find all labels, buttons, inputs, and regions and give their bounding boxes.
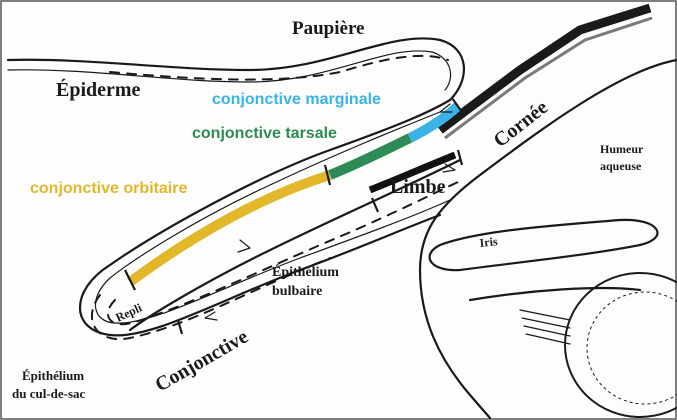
- label-iris: Iris: [479, 234, 499, 250]
- lens-inner: [587, 292, 677, 404]
- label-epiderme: Épiderme: [56, 78, 141, 101]
- label-humeur: Humeur: [600, 142, 644, 156]
- label-aqueuse: aqueuse: [600, 159, 642, 173]
- cornee-inner: [445, 18, 652, 138]
- iris-shape: [430, 220, 658, 270]
- tarsale-segment: [330, 138, 410, 175]
- label-epithelium-bulbaire-2: bulbaire: [272, 284, 322, 299]
- label-epithelium-bulbaire-1: Épithélium: [272, 263, 339, 280]
- zonule-lines: [520, 310, 570, 344]
- label-epithelium-cul-1: Épithélium: [22, 368, 84, 383]
- label-paupiere: Paupière: [292, 18, 364, 39]
- label-limbe: Limbe: [390, 176, 446, 198]
- label-conjonctive-orbitaire: conjonctive orbitaire: [30, 180, 187, 197]
- label-epithelium-cul-2: du cul-de-sac: [12, 386, 86, 401]
- label-conjonctive: Conjonctive: [152, 326, 253, 397]
- lens-outer: [565, 273, 677, 417]
- label-conjonctive-marginale: conjonctive marginale: [212, 91, 381, 108]
- arrow-icon: [205, 312, 217, 320]
- fornix-dashed: [108, 182, 458, 324]
- tick-marker: [458, 150, 462, 165]
- label-conjonctive-tarsale: conjonctive tarsale: [192, 125, 337, 142]
- iris-lower: [470, 288, 640, 300]
- arrow-icon: [238, 240, 250, 252]
